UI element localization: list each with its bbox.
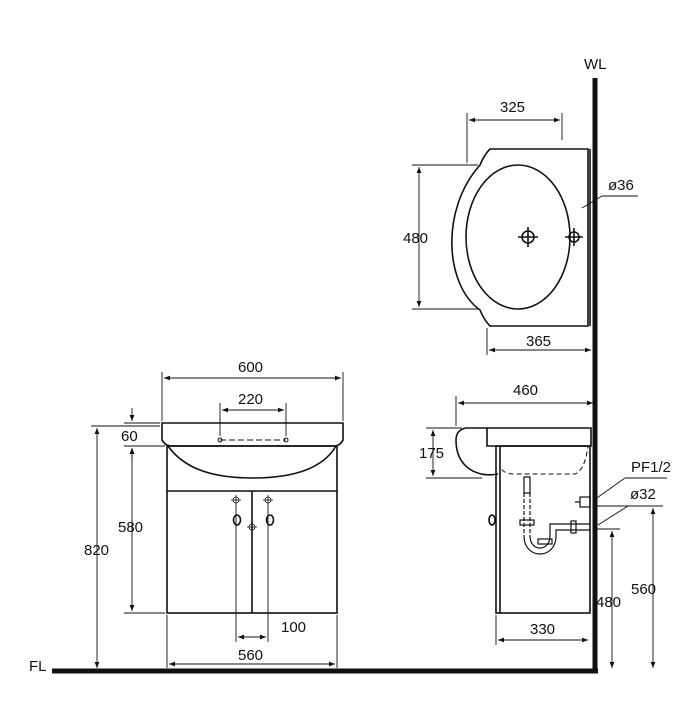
cabinet-width-label: 560 <box>238 647 264 664</box>
dim-handle-spacing <box>235 503 269 642</box>
wall-line-label: WL <box>584 56 607 73</box>
supply-height-label: 560 <box>631 581 657 598</box>
dim-front-cabinet-height <box>124 448 165 614</box>
side-basin-height-label: 175 <box>419 445 445 462</box>
front-handle-right <box>265 514 275 526</box>
supply-fitting-label: PF1/2 <box>631 459 672 476</box>
front-view <box>161 422 344 614</box>
side-depth-label: 460 <box>513 382 539 399</box>
top-wall-depth-label: 365 <box>526 333 552 350</box>
front-basin-top <box>161 422 344 447</box>
handle-spacing-label: 100 <box>281 619 307 636</box>
dim-top-depth <box>466 113 563 163</box>
waste-height-label: 480 <box>596 594 622 611</box>
dim-front-width <box>161 372 344 421</box>
front-width-label: 600 <box>238 359 264 376</box>
dim-cabinet-depth <box>495 615 588 645</box>
cabinet-depth-label: 330 <box>530 621 556 638</box>
dim-side-depth <box>455 396 593 426</box>
dim-top-wall-depth <box>486 328 591 355</box>
top-view-basin-outline <box>451 148 589 327</box>
tap-spacing-label: 220 <box>238 391 264 408</box>
top-depth-label: 325 <box>500 99 526 116</box>
dim-supply-height <box>597 505 660 668</box>
front-bowl <box>167 445 337 479</box>
side-basin-top <box>486 427 592 447</box>
dim-cabinet-width <box>166 615 338 668</box>
floor-line-label: FL <box>29 658 47 675</box>
dim-supply-leader <box>593 477 667 501</box>
top-height-label: 480 <box>403 230 429 247</box>
dim-drain-leader <box>581 195 638 209</box>
front-rim-label: 60 <box>121 428 138 445</box>
front-handle-left <box>232 514 242 526</box>
side-supply-valve <box>575 496 591 508</box>
dim-front-total-height <box>91 425 160 668</box>
dim-tap-spacing <box>219 403 287 436</box>
dim-waste-height <box>597 528 620 668</box>
waste-dia-label: ø32 <box>630 486 656 503</box>
side-waste-pipe <box>519 476 590 555</box>
drain-dia-label: ø36 <box>608 177 634 194</box>
dim-side-basin-height <box>426 427 482 479</box>
top-view <box>451 148 591 327</box>
side-bowl-front <box>455 427 499 476</box>
dim-top-height <box>412 164 478 310</box>
side-view <box>455 427 592 614</box>
front-cabinet-height-label: 580 <box>118 519 144 536</box>
front-total-height-label: 820 <box>84 542 110 559</box>
